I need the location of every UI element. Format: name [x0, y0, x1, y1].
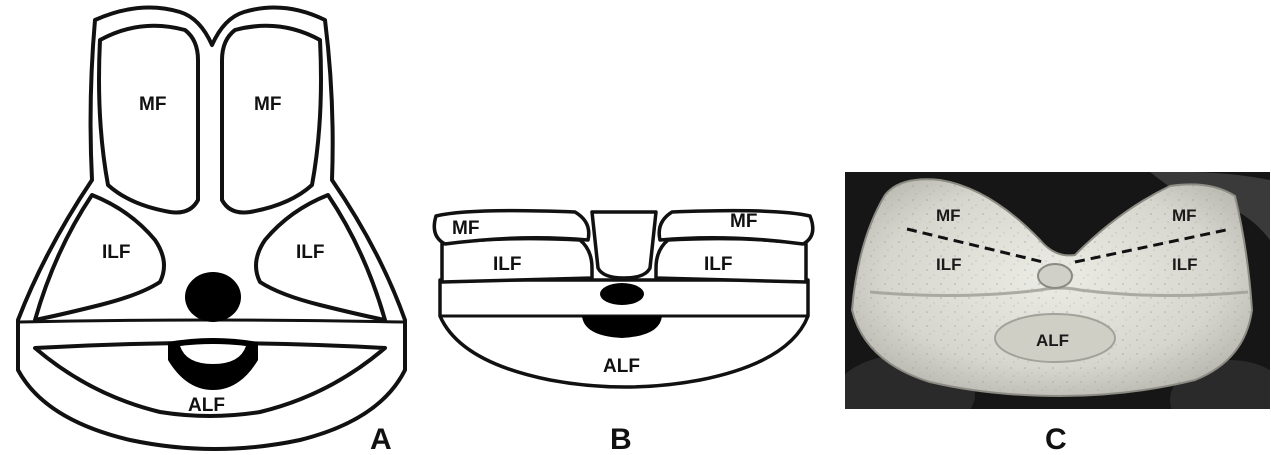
panel-a-label-ilf-right: ILF [296, 242, 325, 263]
panel-b-letter: B [610, 423, 632, 455]
panel-b-central-foramen [600, 283, 644, 305]
panel-a-mf-left-facet [99, 26, 198, 213]
panel-c-label-mf-right: MF [1172, 206, 1197, 225]
panel-b-center-notch [592, 212, 656, 278]
panel-a-label-mf-right: MF [254, 94, 281, 115]
panel-b-label-mf-left: MF [452, 218, 479, 239]
panel-b-label-alf: ALF [603, 356, 640, 377]
panel-a-mf-right-facet [222, 26, 321, 213]
panel-c-label-ilf-right: ILF [1172, 255, 1198, 274]
panel-b-label-ilf-right: ILF [704, 254, 733, 275]
panel-c-label-mf-left: MF [936, 206, 961, 225]
panel-c-central-knob [1038, 264, 1072, 288]
panel-a-label-alf: ALF [188, 395, 225, 416]
panel-a-letter: A [370, 423, 392, 455]
panel-a-label-ilf-left: ILF [102, 242, 131, 263]
panel-b-label-ilf-left: ILF [493, 254, 522, 275]
panel-a-label-mf-left: MF [139, 94, 166, 115]
panel-b-label-mf-right: MF [730, 211, 757, 232]
panel-a-central-foramen [185, 272, 241, 322]
panel-a: MF MF ILF ILF ALF A [18, 8, 405, 455]
panel-c: MF MF ILF ILF ALF C [835, 172, 1271, 455]
panel-c-letter: C [1045, 423, 1067, 455]
panel-c-label-ilf-left: ILF [936, 255, 962, 274]
panel-b: MF MF ILF ILF ALF B [434, 211, 812, 455]
panel-c-label-alf: ALF [1036, 331, 1069, 350]
